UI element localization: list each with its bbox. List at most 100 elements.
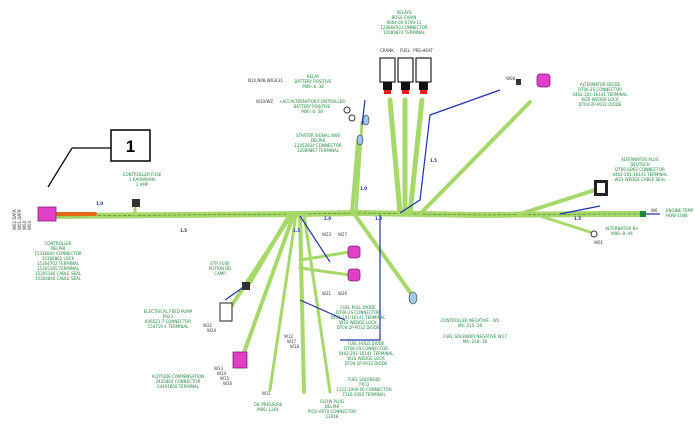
altitude-branch xyxy=(240,212,296,360)
svg-text:M06-.8-.94: M06-.8-.94 xyxy=(611,231,633,236)
svg-text:W26: W26 xyxy=(338,291,348,296)
svg-text:15305186 CABLE SEAL: 15305186 CABLE SEAL xyxy=(35,271,82,276)
svg-text:M6-.215-.38: M6-.215-.38 xyxy=(458,323,483,328)
svg-text:FUEL HOLD DIODE: FUEL HOLD DIODE xyxy=(347,341,384,346)
engine-tag: W6 xyxy=(651,208,658,213)
svg-text:W01 DATA: W01 DATA xyxy=(17,209,22,230)
svg-text:W02 DATA: W02 DATA xyxy=(12,209,17,230)
oil-branch xyxy=(268,212,298,392)
trunk-label: 1.0 xyxy=(360,186,367,191)
alternator-diode-tag: W08 xyxy=(506,76,516,81)
trunk-label: 1.5 xyxy=(293,228,300,233)
svg-text:15304702 TERMINAL: 15304702 TERMINAL xyxy=(37,261,80,266)
ctrl-neg-connector xyxy=(408,291,418,305)
svg-text:BOSS CHAIN: BOSS CHAIN xyxy=(392,15,417,20)
svg-text:+ALT/ALTERNATOR/CONTROLLER: +ALT/ALTERNATOR/CONTROLLER xyxy=(279,99,345,104)
svg-text:0462-201-16141 TERMINAL: 0462-201-16141 TERMINAL xyxy=(330,315,386,320)
fuel-solenoid-label: FUEL SOLENOID TYCO 1122-1000-00 CONNECTO… xyxy=(336,377,391,397)
pump-tags: W22 W24 xyxy=(203,323,217,333)
controller-connector xyxy=(37,206,57,222)
svg-text:15305185 TERMINAL: 15305185 TERMINAL xyxy=(37,266,80,271)
alternator-plug-label: ALTERNATOR PLUG DEUTSCH DT06-6D6S CONNEC… xyxy=(612,157,668,182)
fuel-sol-neg-label: FUEL SOLENOID NEGATIVE W17 M6-.218-.38 xyxy=(443,334,507,344)
svg-text:15304846 CABLE SEAL: 15304846 CABLE SEAL xyxy=(35,276,82,281)
svg-text:PICO-0970 CONNECTOR: PICO-0970 CONNECTOR xyxy=(308,409,356,414)
fuel-pump-connector xyxy=(219,302,233,322)
starter-signal-label: STARTER SIGNAL W06 DELPHI 12052834 CONNE… xyxy=(294,133,341,153)
relay-branch-3 xyxy=(407,97,425,216)
svg-text:M6-.218-.38: M6-.218-.38 xyxy=(463,339,488,344)
svg-text:HOW-1088: HOW-1088 xyxy=(666,213,688,218)
svg-text:M06-.6-.38: M06-.6-.38 xyxy=(302,84,324,89)
trunk-label: 1.0 xyxy=(96,201,103,206)
controller-fuse-icon xyxy=(132,199,140,207)
svg-text:CAMP: CAMP xyxy=(214,271,226,276)
relay-branch-1 xyxy=(387,97,403,216)
svg-text:W2S WEDGE LOCK: W2S WEDGE LOCK xyxy=(347,356,385,361)
relay-battery-ring xyxy=(343,106,351,114)
svg-text:DT04-2P-P032 DIODE: DT04-2P-P032 DIODE xyxy=(345,361,388,366)
svg-text:FUEL SOLENOID NEGATIVE W17: FUEL SOLENOID NEGATIVE W17 xyxy=(443,334,507,339)
svg-text:0462-201-16141 TERMINAL: 0462-201-16141 TERMINAL xyxy=(572,92,628,97)
svg-text:ELECTRICAL FEED PUMP: ELECTRICAL FEED PUMP xyxy=(144,309,193,314)
svg-text:DT04-2P-P032 DIODE: DT04-2P-P032 DIODE xyxy=(579,102,622,107)
fuel-pull-diode-connector xyxy=(347,245,361,259)
callout-leader xyxy=(47,147,73,188)
relay-battery-label: RELAY BATTERY POSITIVE M06-.6-.38 xyxy=(295,74,332,89)
svg-text:BATTERY POSITIVE: BATTERY POSITIVE xyxy=(295,79,332,84)
svg-text:STARTER SIGNAL W06: STARTER SIGNAL W06 xyxy=(296,133,340,138)
svg-text:12048: 12048 xyxy=(326,414,339,419)
fuel-hold-diode-connector xyxy=(347,268,361,282)
blue-wire xyxy=(224,285,246,301)
blue-wire xyxy=(361,99,366,126)
svg-text:W18: W18 xyxy=(290,344,300,349)
svg-text:W27: W27 xyxy=(338,232,348,237)
svg-text:ALTERNATOR B+: ALTERNATOR B+ xyxy=(605,226,638,231)
annotation-labels: RELAYS BOSS CHAIN 6664-00-0700-11 120868… xyxy=(12,10,694,419)
glow-branch xyxy=(298,212,306,394)
controller-fuse-label: CONTROLLER FUSE 1 KARIWHAN 1 AMP xyxy=(123,172,162,187)
svg-text:DT06-6D6S CONNECTOR: DT06-6D6S CONNECTOR xyxy=(615,167,665,172)
alt-battery-ring xyxy=(348,114,356,122)
svg-text:RELAYS: RELAYS xyxy=(396,10,411,15)
svg-text:W21: W21 xyxy=(322,291,332,296)
svg-text:W2S WEDGE CABLE SEAL: W2S WEDGE CABLE SEAL xyxy=(614,177,666,182)
svg-text:DT06-2S CONNECTOR: DT06-2S CONNECTOR xyxy=(344,346,388,351)
etr-branch xyxy=(246,212,292,288)
relay-crank xyxy=(379,57,396,94)
svg-text:W24: W24 xyxy=(207,328,217,333)
svg-text:DEUTSCH: DEUTSCH xyxy=(630,162,649,167)
svg-text:P023: P023 xyxy=(163,314,174,319)
fuel-hold-label: FUEL HOLD DIODE DT06-2S CONNECTOR 0462-2… xyxy=(338,341,394,366)
svg-text:12052834 CONNECTOR: 12052834 CONNECTOR xyxy=(294,143,341,148)
svg-text:W23: W23 xyxy=(322,232,332,237)
svg-text:ALTITUDE COMPENSATION: ALTITUDE COMPENSATION xyxy=(152,374,204,379)
svg-text:0462-201-16141 TERMINAL: 0462-201-16141 TERMINAL xyxy=(612,172,668,177)
svg-text:CONTROLLER NEGATIVE - W5: CONTROLLER NEGATIVE - W5 xyxy=(441,318,500,323)
callout-box xyxy=(110,129,151,162)
svg-text:7116-2050 TERMINAL: 7116-2050 TERMINAL xyxy=(342,392,386,397)
svg-text:CRANK: CRANK xyxy=(380,48,394,53)
svg-text:606523-7 CONNECTOR: 606523-7 CONNECTOR xyxy=(145,319,191,324)
alternator-b-label: ALTERNATOR B+ M06-.8-.94 xyxy=(605,226,638,236)
alternator-b-ring xyxy=(590,230,598,238)
svg-text:15336800 CONNECTOR: 15336800 CONNECTOR xyxy=(34,251,81,256)
svg-text:W15: W15 xyxy=(220,376,230,381)
svg-text:54401600 TERMINAL: 54401600 TERMINAL xyxy=(157,384,200,389)
svg-text:W17: W17 xyxy=(287,339,297,344)
svg-text:DT06-2S CONNECTOR: DT06-2S CONNECTOR xyxy=(336,310,380,315)
svg-text:M06-.1264: M06-.1264 xyxy=(257,407,279,412)
svg-text:FUEL SOLENOID: FUEL SOLENOID xyxy=(348,377,380,382)
svg-text:W14: W14 xyxy=(217,371,227,376)
svg-text:W04: W04 xyxy=(22,221,27,231)
mid-w-tags: W23 W27 W21 W26 xyxy=(322,232,348,296)
svg-text:12086850 CONNECTOR: 12086850 CONNECTOR xyxy=(380,25,427,30)
svg-text:TYCO: TYCO xyxy=(358,382,370,387)
connectors xyxy=(37,57,646,369)
solenoid-branch xyxy=(302,212,332,394)
svg-text:FUEL PULL DIODE: FUEL PULL DIODE xyxy=(340,305,376,310)
alternator-plug-face xyxy=(597,183,605,193)
svg-text:DELPHI: DELPHI xyxy=(311,138,325,143)
svg-text:ALTERNATOR DIODE: ALTERNATOR DIODE xyxy=(580,82,621,87)
oil-tag: W11 xyxy=(262,391,272,396)
